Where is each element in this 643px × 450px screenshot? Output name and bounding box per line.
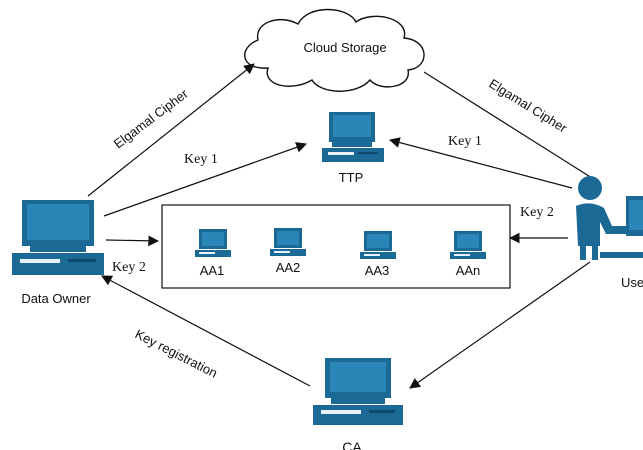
ca-label: CA	[342, 439, 362, 450]
edge-user-ca	[409, 261, 591, 389]
cloud-storage-label: Cloud Storage	[303, 40, 386, 55]
user-node: User	[576, 176, 643, 290]
cloud-icon	[244, 8, 425, 92]
aa-node-1: AA1	[195, 229, 231, 278]
aa-label: AA1	[200, 263, 225, 278]
edge-label-user-aa: Key 2	[520, 205, 554, 220]
aa-node-2: AA2	[270, 228, 306, 275]
edge-ca-owner	[101, 275, 311, 387]
edge-owner-cloud	[87, 63, 255, 197]
desktop-computer-icon	[313, 358, 403, 425]
aa-node-3: AA3	[360, 231, 396, 278]
aa-label: AAn	[456, 263, 481, 278]
edges	[87, 63, 593, 389]
edge-user-cloud	[423, 71, 593, 179]
desktop-computer-icon	[12, 200, 104, 275]
aa-label: AA2	[276, 260, 301, 275]
edge-user-ttp	[388, 137, 573, 189]
edge-owner-aa	[105, 235, 160, 247]
ttp-label: TTP	[339, 170, 364, 185]
edge-label-owner-aa: Key 2	[112, 260, 146, 275]
attribute-authority-group	[161, 204, 511, 289]
data-owner-node: Data Owner	[12, 200, 104, 306]
edge-label-ca-owner: Key registration	[133, 326, 220, 380]
ttp-node: TTP	[322, 112, 384, 185]
desktop-computer-icon	[322, 112, 384, 162]
edge-label-user-cloud: Elgamal Cipher	[486, 76, 570, 136]
edge-owner-ttp	[103, 142, 308, 217]
edge-label-owner-ttp: Key 1	[184, 152, 218, 167]
user-label: User	[621, 275, 643, 290]
laptop-icon	[360, 231, 396, 259]
laptop-icon	[195, 229, 231, 257]
laptop-icon	[270, 228, 306, 256]
person-at-desk-icon	[576, 176, 643, 260]
edge-label-user-ttp: Key 1	[448, 134, 482, 149]
cloud-storage-node: Cloud Storage	[244, 8, 425, 92]
edge-label-owner-cloud: Elgamal Cipher	[111, 86, 192, 152]
ca-node: CA	[313, 358, 403, 450]
aa-label: AA3	[365, 263, 390, 278]
aa-node-n: AAn	[450, 231, 486, 278]
laptop-icon	[450, 231, 486, 259]
data-owner-label: Data Owner	[21, 291, 91, 306]
